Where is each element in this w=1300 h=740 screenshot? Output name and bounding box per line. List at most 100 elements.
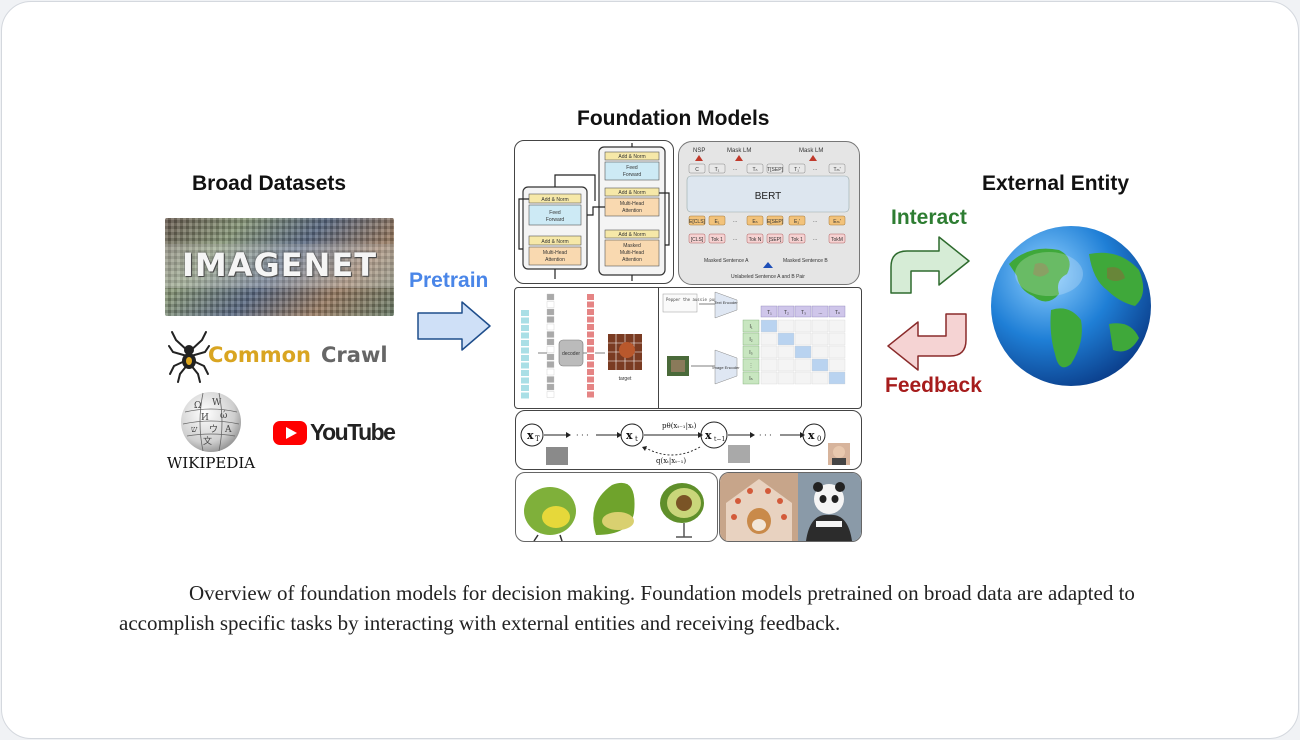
svg-text:ש: ש <box>191 425 198 435</box>
svg-text:x: x <box>808 429 815 442</box>
clip-matrix-cell <box>828 345 846 359</box>
clip-matrix-cell <box>777 345 795 359</box>
bert-top-token: T₁' <box>794 167 800 173</box>
svg-text:Forward: Forward <box>546 217 565 223</box>
clip-t-cell <box>828 305 846 318</box>
bert-input-token: [CLS] <box>691 237 704 243</box>
svg-text:Multi-Head: Multi-Head <box>620 250 644 256</box>
clip-i-cell <box>742 319 760 333</box>
svg-text:Feed: Feed <box>549 210 561 216</box>
clip-i-label: I₂ <box>749 337 752 343</box>
svg-text:Add & Norm: Add & Norm <box>618 232 645 238</box>
clip-i-label: I₁ <box>749 324 752 330</box>
bert-emb-token: E₁ <box>714 219 719 225</box>
diffusion-panel: x T x t x t−1 x 0 pθ(xₜ₋₁|xₜ) q(xₜ|xₜ₋₁)… <box>515 410 862 470</box>
svg-text:· · ·: · · · <box>759 431 772 440</box>
bert-emb-token: E[CLS] <box>689 219 705 225</box>
mae-latent <box>546 353 555 361</box>
svg-text:Add & Norm: Add & Norm <box>618 190 645 196</box>
bert-emb-token-box <box>688 215 706 226</box>
bert-top-token: ... <box>813 166 817 172</box>
clip-matrix-cell <box>794 371 812 385</box>
bert-top-token: C <box>695 167 699 173</box>
bert-input-token: TokM <box>831 237 843 243</box>
svg-text:Mask LM: Mask LM <box>799 148 823 154</box>
youtube-text: YouTube <box>310 419 396 445</box>
svg-text:ώ: ώ <box>220 410 227 421</box>
interact-arrow-icon <box>890 236 970 294</box>
clip-matrix-cell <box>811 371 829 385</box>
generated-images-panel <box>719 472 862 542</box>
bert-top-token: T[SEP] <box>767 167 783 173</box>
svg-text:Text Encoder: Text Encoder <box>714 300 738 305</box>
svg-text:T: T <box>535 435 540 443</box>
mae-output <box>587 309 594 315</box>
transformer-diagram: Add & Norm Feed Forward Add & Norm Multi… <box>518 143 670 281</box>
svg-text:Attention: Attention <box>545 257 565 263</box>
mae-latent <box>546 331 555 338</box>
mae-token <box>521 340 529 346</box>
clip-similarity-matrix <box>760 319 846 385</box>
mae-output <box>587 376 594 383</box>
mae-latent <box>546 376 555 383</box>
mae-output <box>587 391 594 398</box>
svg-text:Add & Norm: Add & Norm <box>618 154 645 160</box>
clip-i-cell <box>742 332 760 346</box>
figure-caption: Overview of foundation models for decisi… <box>119 581 1135 635</box>
clip-matrix-cell <box>794 332 812 346</box>
mae-token <box>521 325 529 331</box>
clip-matrix-cell <box>811 332 829 346</box>
bert-emb-token: ... <box>733 218 737 224</box>
clip-i-label: I₃ <box>749 350 752 356</box>
feedback-label: Feedback <box>885 374 982 397</box>
mae-output <box>587 301 594 308</box>
clip-t-label: Tₙ <box>835 310 840 316</box>
clip-t-cell <box>777 305 795 318</box>
feedback-arrow-icon <box>887 313 967 371</box>
bert-emb-token: E[SEP] <box>767 219 784 225</box>
mae-latent <box>546 293 555 301</box>
mae-output <box>587 354 594 360</box>
spider-icon <box>168 331 210 383</box>
clip-matrix-cell <box>760 371 778 385</box>
svg-text:0: 0 <box>817 435 821 443</box>
svg-text:Add & Norm: Add & Norm <box>541 239 568 245</box>
mae-latent <box>546 383 555 391</box>
svg-text:W: W <box>212 398 222 408</box>
svg-text:x: x <box>626 429 633 442</box>
youtube-play-icon <box>273 421 307 445</box>
bert-in-tokens: [CLS]Tok 1...Tok N[SEP]Tok 1...TokM <box>688 233 846 244</box>
mae-token <box>521 370 529 376</box>
mae-latent <box>546 323 555 331</box>
bert-emb-token-box <box>828 215 846 226</box>
mae-token <box>521 385 529 391</box>
clip-matrix-cell <box>794 319 812 333</box>
clip-t-cell <box>811 305 829 318</box>
svg-text:Image Encoder: Image Encoder <box>712 365 740 370</box>
mae-output <box>587 294 594 300</box>
clip-matrix-cell <box>760 345 778 359</box>
bert-input-token: ... <box>813 236 817 242</box>
clip-t-cell <box>760 305 778 318</box>
bert-top-token: Tₙ <box>752 167 757 173</box>
clip-i-cell <box>742 345 760 359</box>
mae-decoded-tokens <box>587 294 594 398</box>
clip-matrix-cell <box>828 371 846 385</box>
mae-encoded-tokens <box>546 293 555 398</box>
svg-text:target: target <box>619 376 632 382</box>
clip-i-label: Iₙ <box>749 376 752 382</box>
bert-emb-token: ... <box>813 218 817 224</box>
mae-output <box>587 331 594 338</box>
foundation-models-heading: Foundation Models <box>577 107 770 130</box>
clip-matrix-cell <box>777 319 795 333</box>
svg-text:文: 文 <box>203 435 212 447</box>
clip-matrix-cell <box>777 358 795 372</box>
mae-diagram: decoder target <box>521 293 642 399</box>
bert-input-token-box <box>788 233 806 244</box>
clip-matrix-cell <box>828 358 846 372</box>
svg-text:ウ: ウ <box>209 424 218 435</box>
earth-globe-icon <box>991 226 1151 386</box>
